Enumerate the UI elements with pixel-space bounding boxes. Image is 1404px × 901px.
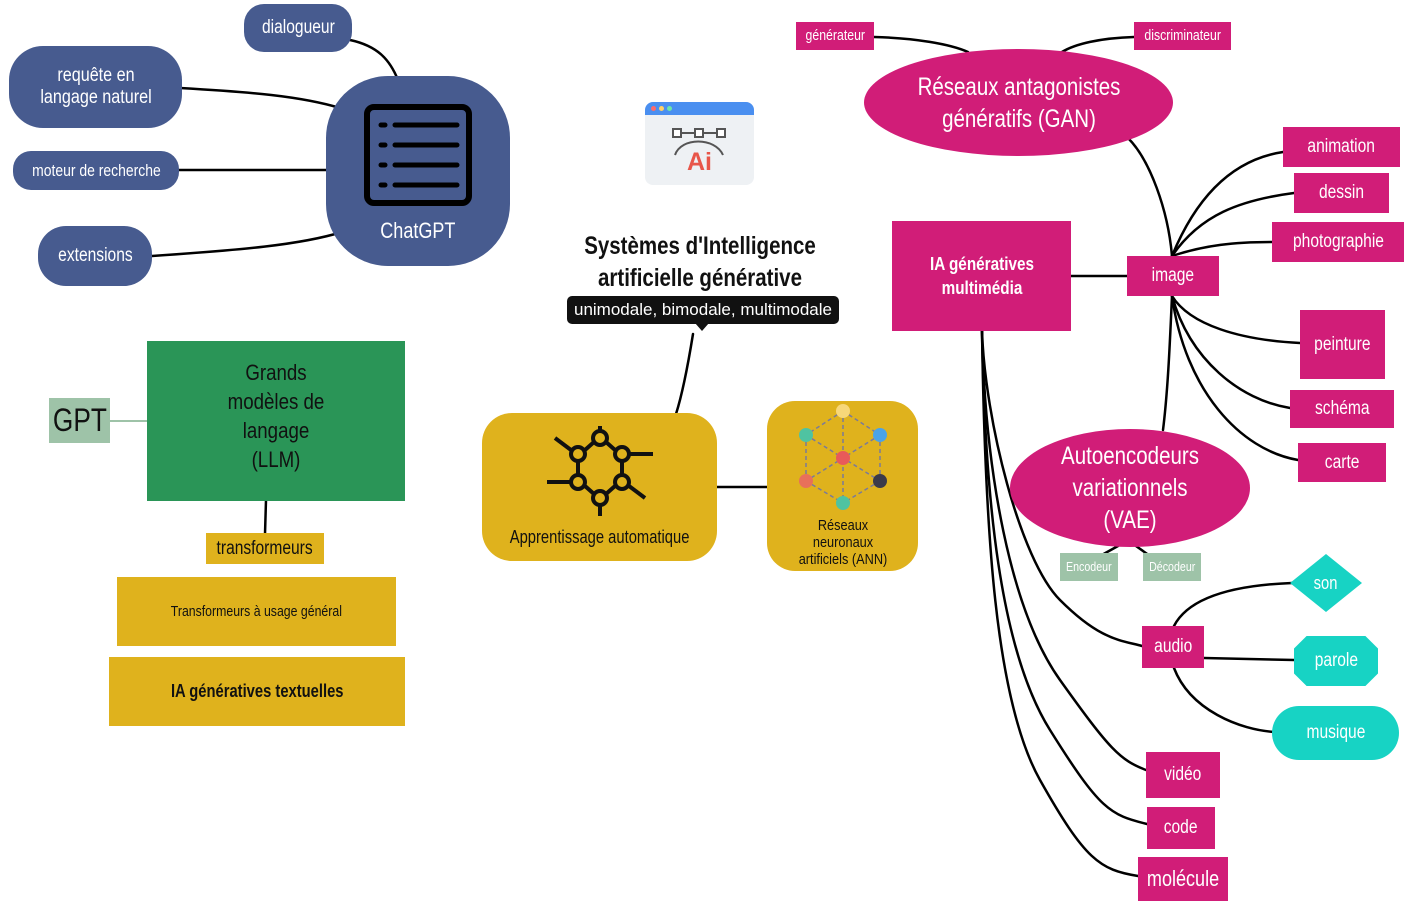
ai-design-icon: Ai bbox=[645, 102, 754, 185]
video-node[interactable]: vidéo bbox=[1146, 752, 1220, 798]
molecule-node[interactable]: molécule bbox=[1138, 857, 1228, 901]
modality-tag: unimodale, bimodale, multimodale bbox=[567, 296, 839, 331]
ia-multimedia-node[interactable]: IA génératives multimédia bbox=[892, 221, 1071, 331]
diagram-title: Systèmes d'Intelligence artificielle gén… bbox=[584, 232, 816, 292]
discriminateur-node[interactable]: discriminateur bbox=[1134, 22, 1231, 50]
gpt-tag[interactable]: GPT bbox=[49, 398, 110, 443]
image-item-schema[interactable]: schéma bbox=[1290, 390, 1394, 428]
chatgpt-node[interactable]: ChatGPT bbox=[326, 76, 510, 266]
transformeurs-usage-general-node[interactable]: Transformeurs à usage général bbox=[117, 577, 396, 646]
decodeur-node[interactable]: Décodeur bbox=[1143, 553, 1201, 581]
image-item-carte[interactable]: carte bbox=[1298, 443, 1386, 482]
transformeurs-node[interactable]: transformeurs bbox=[206, 533, 324, 564]
ia-generatives-textuelles-node[interactable]: IA génératives textuelles bbox=[109, 657, 405, 726]
ann-node[interactable]: Réseaux neuronaux artificiels (ANN) bbox=[767, 401, 918, 571]
audio-item-parole[interactable]: parole bbox=[1294, 636, 1378, 686]
audio-node[interactable]: audio bbox=[1142, 626, 1204, 668]
chatgpt-item-requete[interactable]: requête en langage naturel bbox=[9, 46, 182, 128]
vae-node[interactable]: Autoencodeurs variationnels (VAE) bbox=[1010, 429, 1250, 547]
llm-node[interactable]: Grands modèles de langage (LLM) bbox=[147, 341, 405, 501]
image-item-animation[interactable]: animation bbox=[1283, 127, 1400, 167]
neural-network-icon bbox=[788, 403, 898, 516]
gan-node[interactable]: Réseaux antagonistes génératifs (GAN) bbox=[864, 49, 1173, 156]
image-item-dessin[interactable]: dessin bbox=[1294, 173, 1389, 213]
image-node[interactable]: image bbox=[1127, 256, 1219, 296]
chatgpt-item-extensions[interactable]: extensions bbox=[38, 226, 152, 286]
encodeur-node[interactable]: Encodeur bbox=[1060, 553, 1118, 581]
chatgpt-item-moteur[interactable]: moteur de recherche bbox=[13, 151, 179, 190]
image-item-photographie[interactable]: photographie bbox=[1272, 222, 1404, 262]
generateur-node[interactable]: générateur bbox=[796, 22, 874, 50]
chatgpt-label: ChatGPT bbox=[380, 218, 456, 244]
document-list-icon bbox=[363, 103, 473, 212]
apprentissage-automatique-node[interactable]: Apprentissage automatique bbox=[482, 413, 717, 561]
code-node[interactable]: code bbox=[1147, 807, 1215, 849]
image-item-peinture[interactable]: peinture bbox=[1300, 310, 1385, 379]
chatgpt-item-dialogueur[interactable]: dialogueur bbox=[244, 4, 352, 52]
network-icon bbox=[545, 425, 655, 521]
audio-item-musique[interactable]: musique bbox=[1272, 706, 1399, 760]
